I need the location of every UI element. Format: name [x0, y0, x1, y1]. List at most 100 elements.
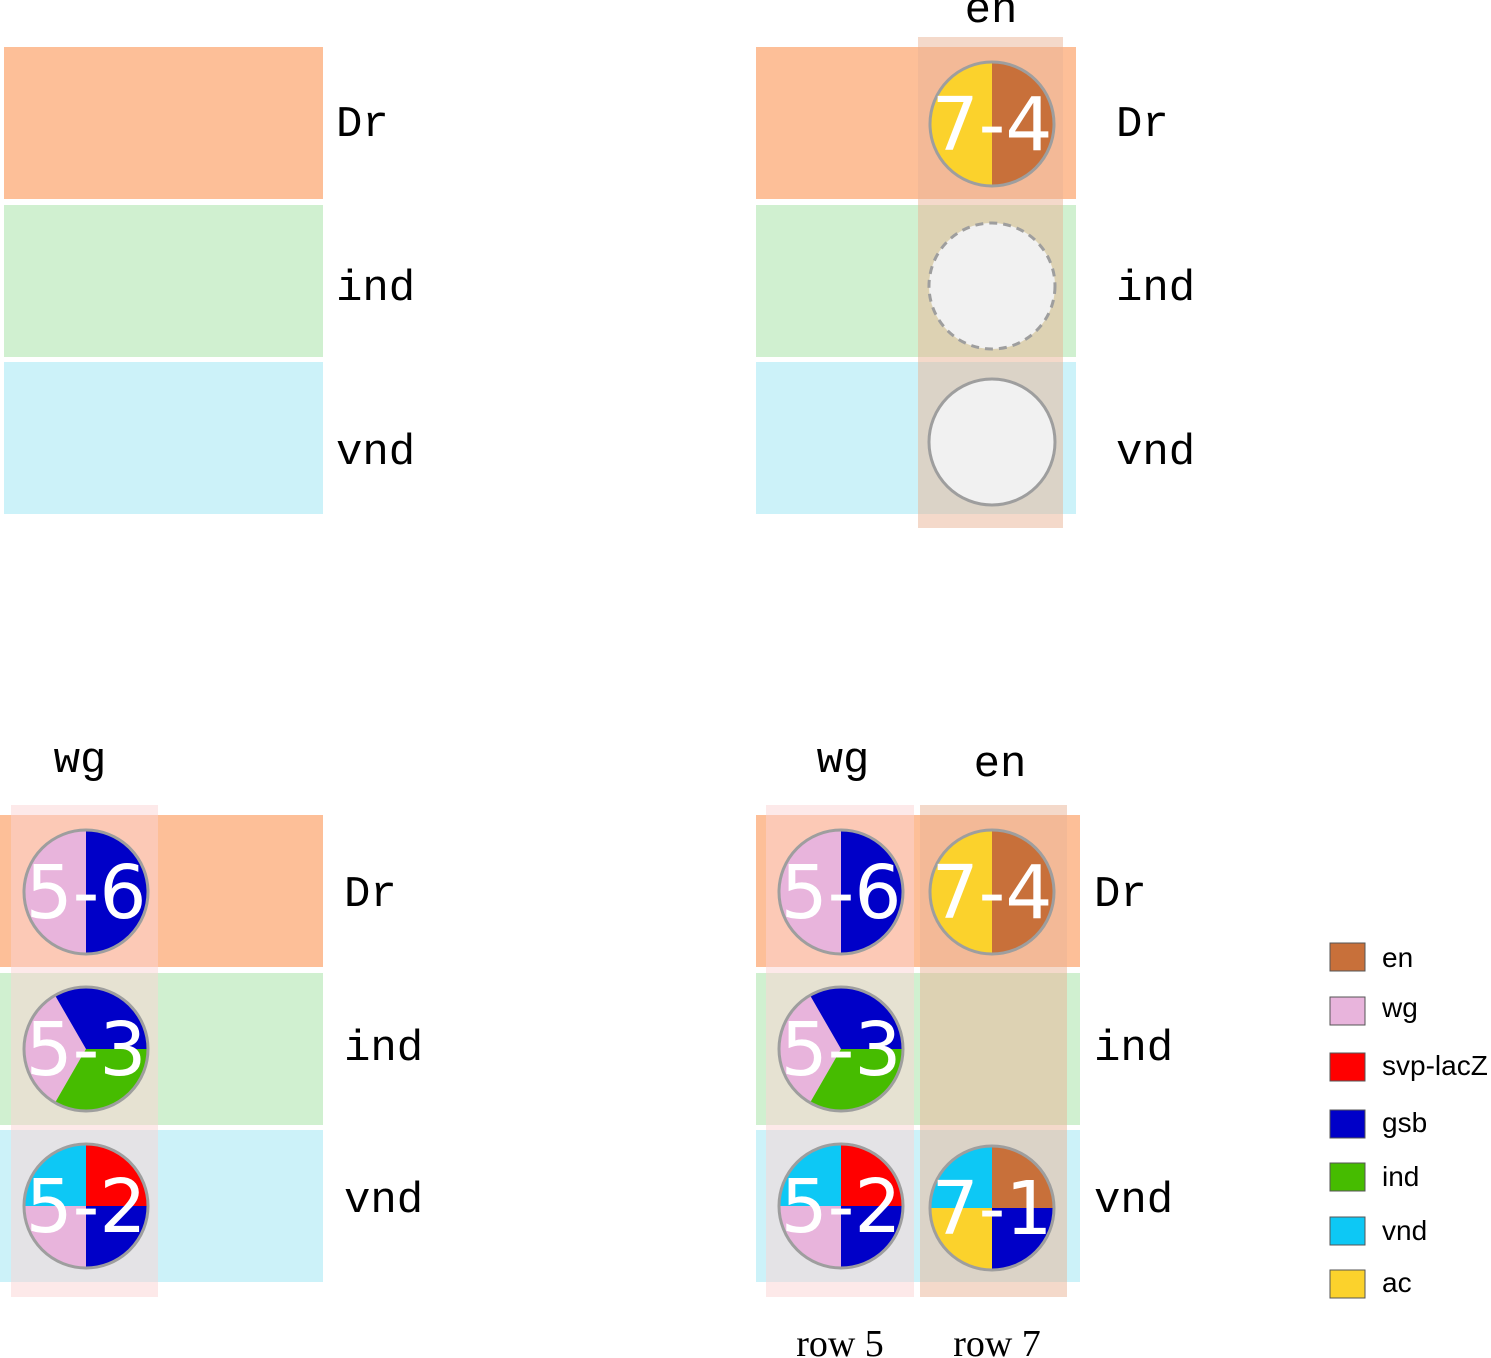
- cell-id-label: 5-2: [781, 1164, 902, 1250]
- band-label-ind: ind: [336, 264, 415, 314]
- segment-gsb: [86, 1206, 148, 1268]
- segment-ac: [930, 830, 992, 954]
- legend-label-gsb: gsb: [1382, 1107, 1427, 1138]
- segment-wg: [23, 995, 86, 1103]
- cell-id-label: 5-2: [26, 1164, 147, 1250]
- panel-top-left: Dr ind vnd: [4, 47, 415, 514]
- column-header-wg: wg: [817, 736, 870, 786]
- gene-circle-empty-dashed: [927, 221, 1057, 351]
- circle-border: [928, 60, 1056, 188]
- cell-id-label: 7-4: [932, 82, 1053, 168]
- gene-circle-5-3: 5-3: [777, 985, 905, 1113]
- cell-id-label: 5-6: [781, 850, 902, 936]
- legend-swatch-ac: [1329, 1269, 1366, 1299]
- circle-border: [22, 1142, 150, 1270]
- segment-en: [992, 1146, 1054, 1208]
- band-label-dr: Dr: [344, 870, 397, 920]
- legend-label-vnd: vnd: [1382, 1215, 1427, 1246]
- gene-circle-5-6: 5-6: [22, 828, 150, 956]
- circle-border: [777, 985, 905, 1113]
- legend-swatch-gsb: [1329, 1109, 1366, 1139]
- column-footer-row-7: row 7: [953, 1323, 1041, 1358]
- legend-swatch-svp-lacz: [1329, 1052, 1366, 1082]
- circle-border: [22, 828, 150, 956]
- segment-ac: [930, 62, 992, 186]
- legend: en wg svp-lacZ gsb ind vnd ac: [1329, 942, 1488, 1299]
- circle-border: [928, 828, 1056, 956]
- band-label-vnd: vnd: [1116, 428, 1195, 478]
- legend-item-ind: ind: [1329, 1161, 1419, 1192]
- gene-circle-empty: [927, 377, 1057, 507]
- gene-circle-5-3: 5-3: [22, 985, 150, 1113]
- panel-bottom-right: wg en 5-6 5-3 5-2 7-4 7-1 Dr ind vnd row…: [756, 736, 1173, 1358]
- legend-label-ac: ac: [1382, 1267, 1412, 1298]
- panel-top-right: en 7-4 Dr ind vnd: [756, 0, 1195, 528]
- gene-circle-7-1: 7-1: [928, 1144, 1056, 1272]
- gene-circle-5-2: 5-2: [777, 1142, 905, 1270]
- column-header-wg: wg: [54, 736, 107, 786]
- legend-item-svp-lacz: svp-lacZ: [1329, 1050, 1488, 1082]
- segment-vnd: [24, 1144, 86, 1206]
- legend-swatch-vnd: [1329, 1216, 1366, 1246]
- legend-item-en: en: [1329, 942, 1413, 973]
- legend-label-ind: ind: [1382, 1161, 1419, 1192]
- band-label-vnd: vnd: [344, 1176, 423, 1226]
- gene-circle-5-2: 5-2: [22, 1142, 150, 1270]
- circle-border: [928, 1144, 1056, 1272]
- segment-gsb: [841, 1206, 903, 1268]
- segment-wg: [24, 830, 86, 954]
- circle-border: [777, 1142, 905, 1270]
- segment-wg: [779, 830, 841, 954]
- band-label-vnd: vnd: [336, 428, 415, 478]
- cell-id-label: 7-4: [932, 850, 1053, 936]
- circle-border: [777, 828, 905, 956]
- legend-swatch-wg: [1329, 996, 1366, 1026]
- gene-circle-7-4: 7-4: [928, 60, 1056, 188]
- segment-wg: [779, 1206, 841, 1268]
- panel-bottom-left: wg 5-6 5-3 5-2 Dr ind vnd: [0, 736, 423, 1297]
- gene-circle-7-4: 7-4: [928, 828, 1056, 956]
- band-vnd: [4, 362, 323, 514]
- legend-swatch-ind: [1329, 1162, 1366, 1192]
- band-label-vnd: vnd: [1094, 1176, 1173, 1226]
- legend-swatch-en: [1329, 942, 1366, 972]
- legend-label-en: en: [1382, 942, 1413, 973]
- legend-item-vnd: vnd: [1329, 1215, 1427, 1246]
- column-header-en: en: [965, 0, 1018, 36]
- band-label-dr: Dr: [336, 100, 389, 150]
- segment-svp-lacZ: [86, 1144, 148, 1206]
- segment-wg: [24, 1206, 86, 1268]
- legend-item-gsb: gsb: [1329, 1107, 1427, 1139]
- legend-item-wg: wg: [1329, 992, 1418, 1026]
- empty-circle: [927, 377, 1057, 507]
- gene-circle-5-6: 5-6: [777, 828, 905, 956]
- legend-label-svp-lacz: svp-lacZ: [1382, 1050, 1488, 1081]
- segment-vnd: [930, 1146, 992, 1208]
- band-label-dr: Dr: [1116, 100, 1169, 150]
- segment-ac: [930, 1208, 992, 1270]
- column-footer-row-5: row 5: [796, 1323, 884, 1358]
- segment-gsb: [841, 830, 903, 954]
- cell-id-label: 5-3: [26, 1007, 147, 1093]
- band-label-ind: ind: [1116, 264, 1195, 314]
- circle-border: [22, 985, 150, 1113]
- segment-en: [992, 62, 1054, 186]
- segment-svp-lacZ: [841, 1144, 903, 1206]
- cell-id-label: 5-6: [26, 850, 147, 936]
- column-header-en: en: [974, 740, 1027, 790]
- legend-item-ac: ac: [1329, 1267, 1412, 1299]
- band-ind: [4, 205, 323, 357]
- cell-id-label: 5-3: [781, 1007, 902, 1093]
- segment-gsb: [992, 1208, 1054, 1270]
- band-label-ind: ind: [344, 1024, 423, 1074]
- segment-en: [992, 830, 1054, 954]
- band-dr: [4, 47, 323, 199]
- band-label-ind: ind: [1094, 1024, 1173, 1074]
- cell-id-label: 7-1: [932, 1166, 1053, 1252]
- band-label-dr: Dr: [1094, 870, 1147, 920]
- segment-gsb: [86, 830, 148, 954]
- segment-vnd: [779, 1144, 841, 1206]
- empty-circle: [927, 221, 1057, 351]
- legend-label-wg: wg: [1381, 992, 1418, 1023]
